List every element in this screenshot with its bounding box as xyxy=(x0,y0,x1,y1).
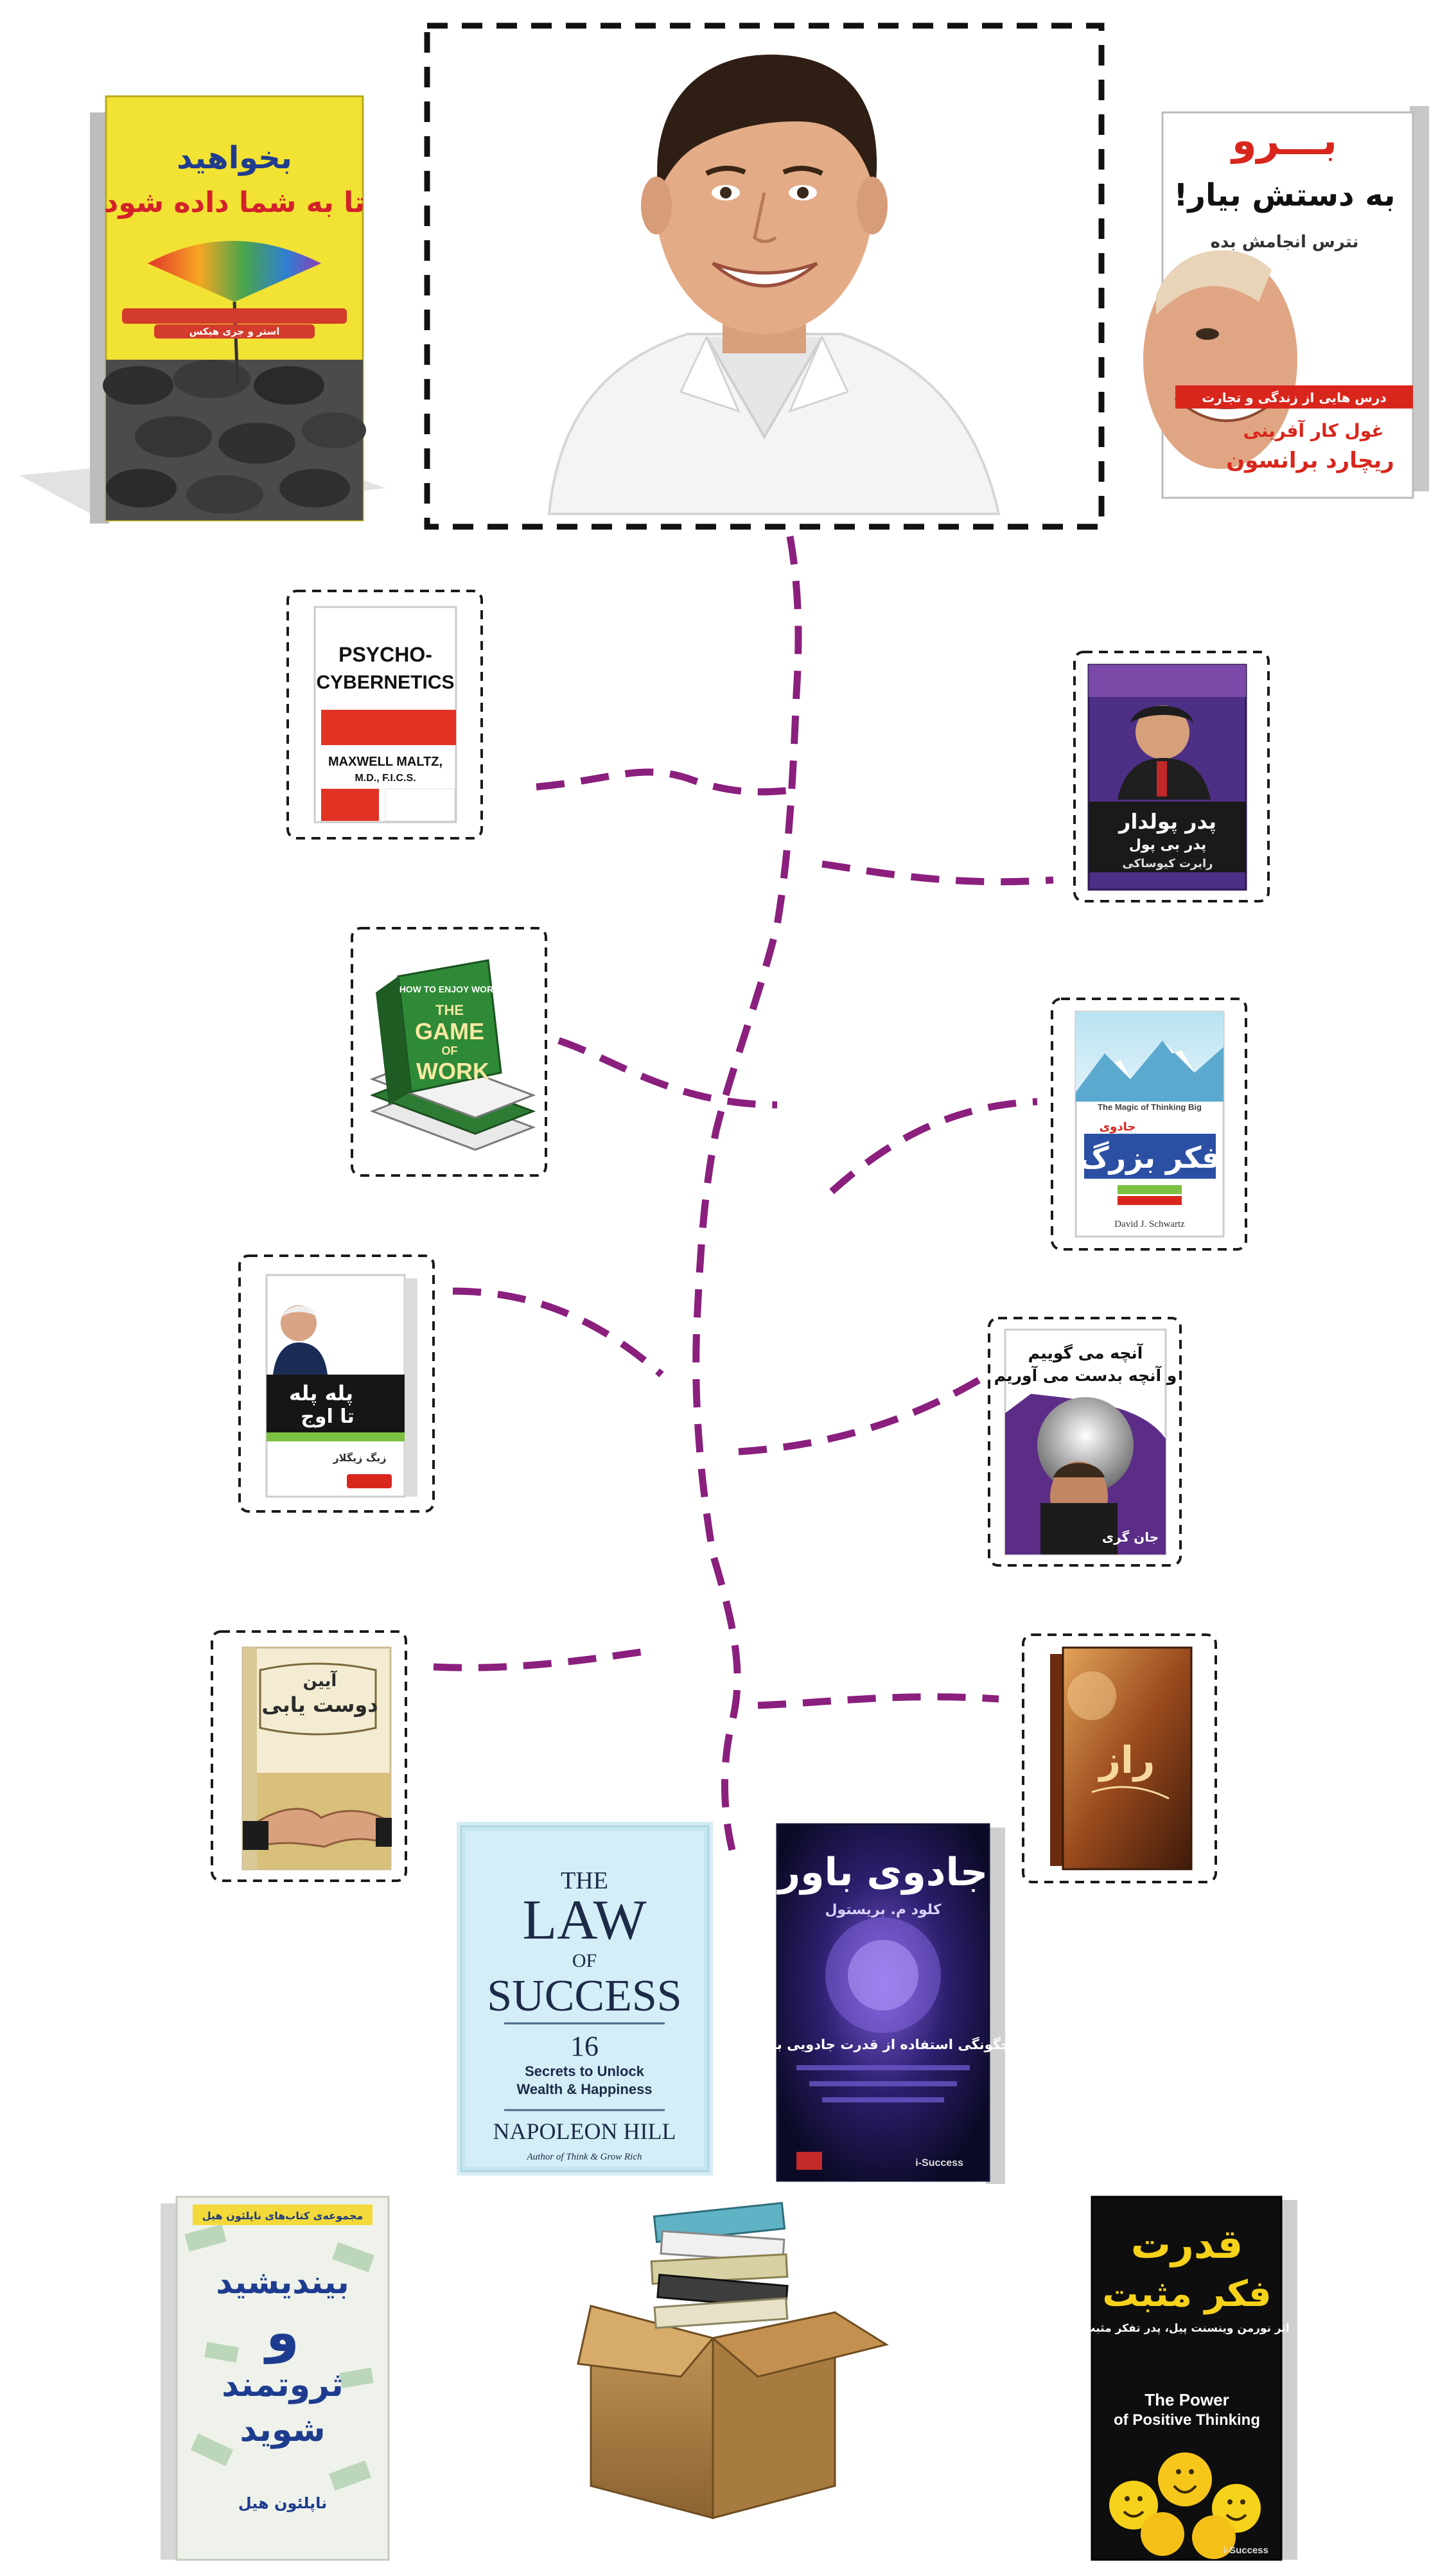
book-box xyxy=(577,2202,889,2519)
aein-line2: دوست یابی xyxy=(261,1693,378,1717)
anche-line1: آنچه می گوییم xyxy=(1028,1343,1144,1363)
psycho-title2: CYBERNETICS xyxy=(316,672,454,693)
law-credit: Author of Think & Grow Rich xyxy=(526,2152,642,2162)
book-fekr-bozorg[interactable]: The Magic of Thinking Big جادوی فکر بزرگ… xyxy=(1051,998,1247,1251)
branch-pedar xyxy=(821,860,1054,886)
bian-title3: ثروتمند xyxy=(222,2366,344,2404)
ghodrat-english2: of Positive Thinking xyxy=(1114,2411,1260,2429)
psycho-title1: PSYCHO- xyxy=(338,643,432,666)
book-game-of-work[interactable]: HOW TO ENJOY WORK THE GAME OF WORK xyxy=(351,927,547,1177)
ghodrat-title1: قدرت xyxy=(1131,2221,1243,2267)
fekr-title-small: جادوی xyxy=(1100,1120,1136,1134)
book-pedar-pooldar[interactable]: پدر پولدار پدر بی پول رابرت کیوساکی xyxy=(1073,651,1270,902)
jadoo-subtitle: چگونگی استفاده از قدرت جادویی باور xyxy=(755,2036,1010,2052)
portrait-shirt xyxy=(547,333,1001,515)
ghodrat-smiley-faces xyxy=(1109,2452,1261,2559)
branch-psycho xyxy=(536,768,794,796)
book-boro[interactable]: بـــرو به دستش بیار! نترس انجامش بده درس… xyxy=(1143,106,1429,499)
bekhahid-title-line2: تا به شما داده شود xyxy=(104,186,365,219)
branch-aein xyxy=(433,1647,649,1671)
pelle-title1: پله پله xyxy=(289,1381,353,1405)
jadoo-author: کلود م. بریستول xyxy=(825,1902,941,1918)
bian-money-pattern xyxy=(184,2224,374,2491)
anche-line2: و آنچه بدست می آوریم xyxy=(994,1366,1177,1386)
pedar-subtitle: پدر بی پول xyxy=(1129,837,1207,853)
bian-series: مجموعه‌ی کتاب‌های ناپلئون هیل xyxy=(202,2210,364,2222)
law-the: THE xyxy=(561,1867,608,1894)
cover-umbrella-crowd xyxy=(103,360,366,520)
branch-fekr xyxy=(829,1098,1038,1195)
psycho-author1: MAXWELL MALTZ, xyxy=(328,755,443,769)
anche-author: جان گری xyxy=(1102,1529,1159,1545)
book-raz[interactable]: راز xyxy=(1022,1633,1217,1883)
bian-author: ناپلئون هیل xyxy=(238,2494,327,2512)
boro-author-line1: غول کار آفرینی xyxy=(1243,419,1383,441)
book-aein-doostyabi[interactable]: آیین دوست یابی xyxy=(211,1630,407,1882)
bekhahid-title: بخواهید xyxy=(177,140,292,176)
ghodrat-english1: The Power xyxy=(1145,2390,1229,2409)
branch-raz xyxy=(757,1693,999,1709)
pelle-author: زیگ زیگلار xyxy=(332,1452,386,1464)
game-title4: WORK xyxy=(416,1058,489,1084)
psycho-author2: M.D., F.I.C.S. xyxy=(355,773,416,784)
trunk-line xyxy=(692,536,802,1851)
bian-title1: بیندیشید xyxy=(216,2264,349,2301)
bekhahid-authors: استر و جری هیکس xyxy=(189,326,280,337)
game-title1: THE xyxy=(435,1002,464,1018)
ghodrat-publisher: i-Success xyxy=(1224,2545,1268,2556)
branch-game xyxy=(557,1037,778,1109)
law-number: 16 xyxy=(570,2030,599,2062)
pelle-title2: تا اوج xyxy=(301,1405,355,1428)
portrait-hair xyxy=(657,55,877,193)
ghodrat-subtitle: اثر نورمن وینسنت پیل، پدر تفکر مثبت xyxy=(1084,2322,1290,2335)
branch-anche xyxy=(738,1375,985,1456)
pedar-title: پدر پولدار xyxy=(1118,809,1216,834)
author-portrait xyxy=(424,22,1105,530)
boro-title-main: به دستش بیار! xyxy=(1174,177,1396,213)
book-anche-migooyim[interactable]: آنچه می گوییم و آنچه بدست می آوریم جان گ… xyxy=(988,1317,1182,1567)
tree-branches xyxy=(433,536,1054,1851)
game-top: HOW TO ENJOY WORK xyxy=(399,984,500,994)
game-title2: GAME xyxy=(415,1018,484,1044)
branch-pelle xyxy=(452,1287,664,1378)
boro-author-line2: ریچارد برانسون xyxy=(1226,448,1394,473)
aein-line1: آیین xyxy=(303,1670,338,1691)
law-success: SUCCESS xyxy=(487,1971,681,2021)
book-psycho-cybernetics[interactable]: PSYCHO- CYBERNETICS MAXWELL MALTZ, M.D.,… xyxy=(286,590,483,840)
cover-rainbow-umbrella xyxy=(148,241,321,302)
fekr-english: The Magic of Thinking Big xyxy=(1098,1102,1202,1112)
fekr-title: فکر بزرگ xyxy=(1079,1140,1221,1175)
raz-title: راز xyxy=(1098,1738,1155,1782)
book-law-of-success[interactable]: THE LAW OF SUCCESS 16 Secrets to Unlock … xyxy=(457,1822,713,2176)
book-bian-sarvatmand[interactable]: مجموعه‌ی کتاب‌های ناپلئون هیل بیندیشید و… xyxy=(161,2196,390,2561)
law-sub1: Secrets to Unlock xyxy=(525,2063,645,2079)
boro-tagline: درس هایی از زندگی و تجارت xyxy=(1202,390,1387,405)
law-law: LAW xyxy=(522,1889,646,1951)
jadoo-title: جادوی باور xyxy=(776,1850,988,1895)
bian-title2: و xyxy=(263,2301,299,2364)
jadoo-publisher: i-Success xyxy=(915,2158,963,2169)
pedar-author: رابرت کیوساکی xyxy=(1122,857,1213,870)
book-ghodrat-fekr-mosbat[interactable]: قدرت فکر مثبت اثر نورمن وینسنت پیل، پدر … xyxy=(1084,2196,1297,2561)
bian-title4: شوید xyxy=(240,2411,325,2449)
law-author: NAPOLEON HILL xyxy=(493,2118,676,2144)
law-sub2: Wealth & Happiness xyxy=(516,2081,652,2097)
law-of: OF xyxy=(572,1950,597,1971)
boro-title-top: بـــرو xyxy=(1230,117,1337,164)
ghodrat-title2: فکر مثبت xyxy=(1102,2273,1271,2315)
book-jadoo-bavar[interactable]: جادوی باور کلود م. بریستول چگونگی استفاد… xyxy=(755,1823,1010,2184)
book-pelle-pelle[interactable]: پله پله تا اوج زیگ زیگلار xyxy=(238,1254,435,1513)
fekr-author: David J. Schwartz xyxy=(1114,1219,1185,1229)
boro-subtitle: نترس انجامش بده xyxy=(1211,233,1359,252)
game-title3: OF xyxy=(442,1044,458,1057)
book-bekhahid[interactable]: استر و جری هیکس بخواهید تا به شما داده ش… xyxy=(19,95,385,524)
